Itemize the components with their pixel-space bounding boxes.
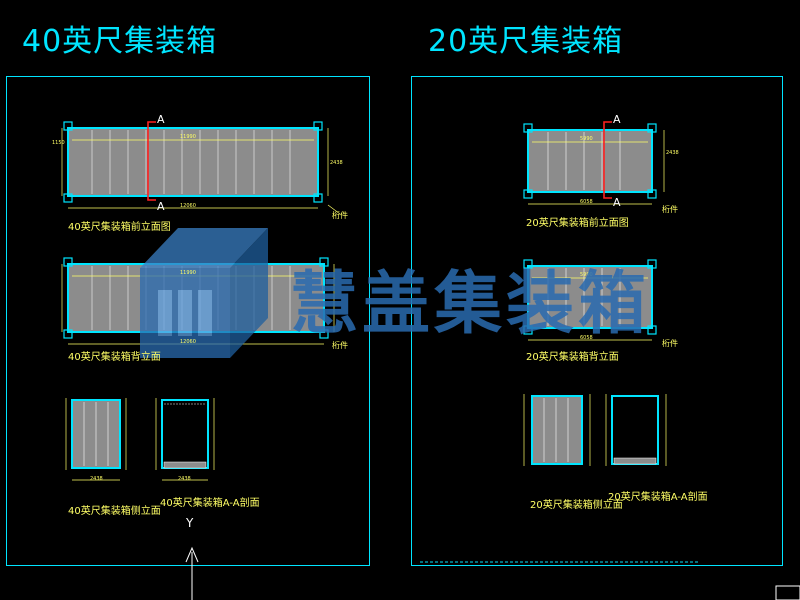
end-elevation-40ft[interactable] [65,398,127,481]
front-elevation-20ft[interactable] [523,121,665,205]
section-aa-40ft[interactable] [155,398,215,481]
dim-right-20ft-front: 2438 [666,150,679,156]
dim-bottom-20ft-front: 6058 [580,199,593,205]
dim-top-40ft-rear: 11990 [180,270,196,276]
dim-left-40ft-front: 1150 [52,140,65,146]
section-marker-bottom-40ft[interactable]: A [157,200,165,213]
end-mark-40ft-front: 桁件 [332,211,348,220]
caption-40ft-section: 40英尺集装箱A-A剖面 [160,498,260,509]
rear-elevation-20ft[interactable] [523,259,657,341]
corner-mark [775,585,800,600]
end-mark-20ft-rear: 桁件 [662,339,678,348]
dim-bottom-40ft-front: 12060 [180,203,196,209]
caption-40ft-front: 40英尺集装箱前立面图 [68,222,171,233]
section-marker-bottom-20ft[interactable]: A [613,196,621,209]
title-40ft: 40英尺集装箱 [22,24,218,59]
sheet-frame-20ft[interactable] [411,76,783,566]
end-mark-40ft-rear: 桁件 [332,341,348,350]
sheet-frame-40ft[interactable] [6,76,370,566]
caption-40ft-rear: 40英尺集装箱背立面 [68,352,161,363]
section-aa-20ft[interactable] [605,394,667,466]
caption-20ft-section: 20英尺集装箱A-A剖面 [608,492,708,503]
dim-bottom-40ft-section: 2438 [178,476,191,482]
section-marker-top-20ft[interactable]: A [613,113,621,126]
caption-20ft-front: 20英尺集装箱前立面图 [526,218,629,229]
dim-right-40ft-front: 2438 [330,160,343,166]
dim-bottom-40ft-end: 2438 [90,476,103,482]
dim-top-40ft-front: 11990 [180,134,196,140]
dim-top-20ft-front: 5990 [580,136,593,142]
caption-40ft-end: 40英尺集装箱侧立面 [68,506,161,517]
ucs-y-label: Y [186,516,194,530]
caption-20ft-rear: 20英尺集装箱背立面 [526,352,619,363]
title-20ft: 20英尺集装箱 [428,24,624,59]
watermark-logo [140,228,268,358]
end-mark-20ft-front: 桁件 [662,205,678,214]
dim-top-20ft-rear: 5990 [580,272,593,278]
section-marker-top-40ft[interactable]: A [157,113,165,126]
caption-20ft-end: 20英尺集装箱侧立面 [530,500,623,511]
ucs-icon [185,546,199,600]
front-elevation-40ft[interactable] [61,121,341,215]
dim-bottom-20ft-rear: 6058 [580,335,593,341]
dim-bottom-40ft-rear: 12060 [180,339,196,345]
watermark-text: 慧盖集装箱 [290,265,651,344]
end-elevation-20ft[interactable] [523,394,591,466]
